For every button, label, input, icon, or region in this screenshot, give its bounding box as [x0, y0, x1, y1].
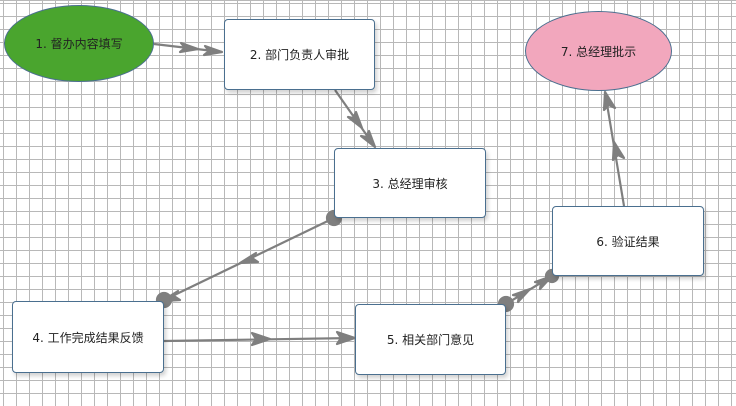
- arrowhead-icon: [250, 331, 272, 347]
- node-label: 6. 验证结果: [596, 234, 660, 249]
- arrowhead-icon: [346, 110, 364, 130]
- arrowhead-icon: [511, 287, 532, 304]
- node-dept-head-approval[interactable]: 2. 部门负责人审批: [224, 19, 375, 90]
- arrowhead-icon: [238, 251, 260, 265]
- node-verify-result[interactable]: 6. 验证结果: [552, 206, 704, 276]
- node-label: 2. 部门负责人审批: [249, 48, 350, 62]
- node-result-feedback[interactable]: 4. 工作完成结果反馈: [12, 301, 164, 373]
- node-label: 1. 督办内容填写: [35, 37, 123, 51]
- arrowhead-icon: [359, 129, 377, 149]
- node-label: 3. 总经理审核: [372, 176, 448, 191]
- node-gm-review[interactable]: 3. 总经理审核: [334, 148, 486, 218]
- arrowhead-icon: [602, 90, 617, 112]
- arrowhead-icon: [178, 41, 200, 54]
- node-dept-opinion[interactable]: 5. 相关部门意见: [355, 304, 506, 375]
- node-label: 7. 总经理批示: [560, 44, 637, 59]
- arrowhead-icon: [202, 44, 224, 57]
- node-label: 4. 工作完成结果反馈: [32, 330, 144, 345]
- node-end-ellipse[interactable]: 7. 总经理批示: [525, 11, 672, 91]
- arrowhead-icon: [611, 140, 626, 162]
- arrowhead-icon: [335, 330, 357, 346]
- node-label: 5. 相关部门意见: [386, 333, 475, 347]
- node-start-ellipse[interactable]: 1. 督办内容填写: [4, 5, 154, 82]
